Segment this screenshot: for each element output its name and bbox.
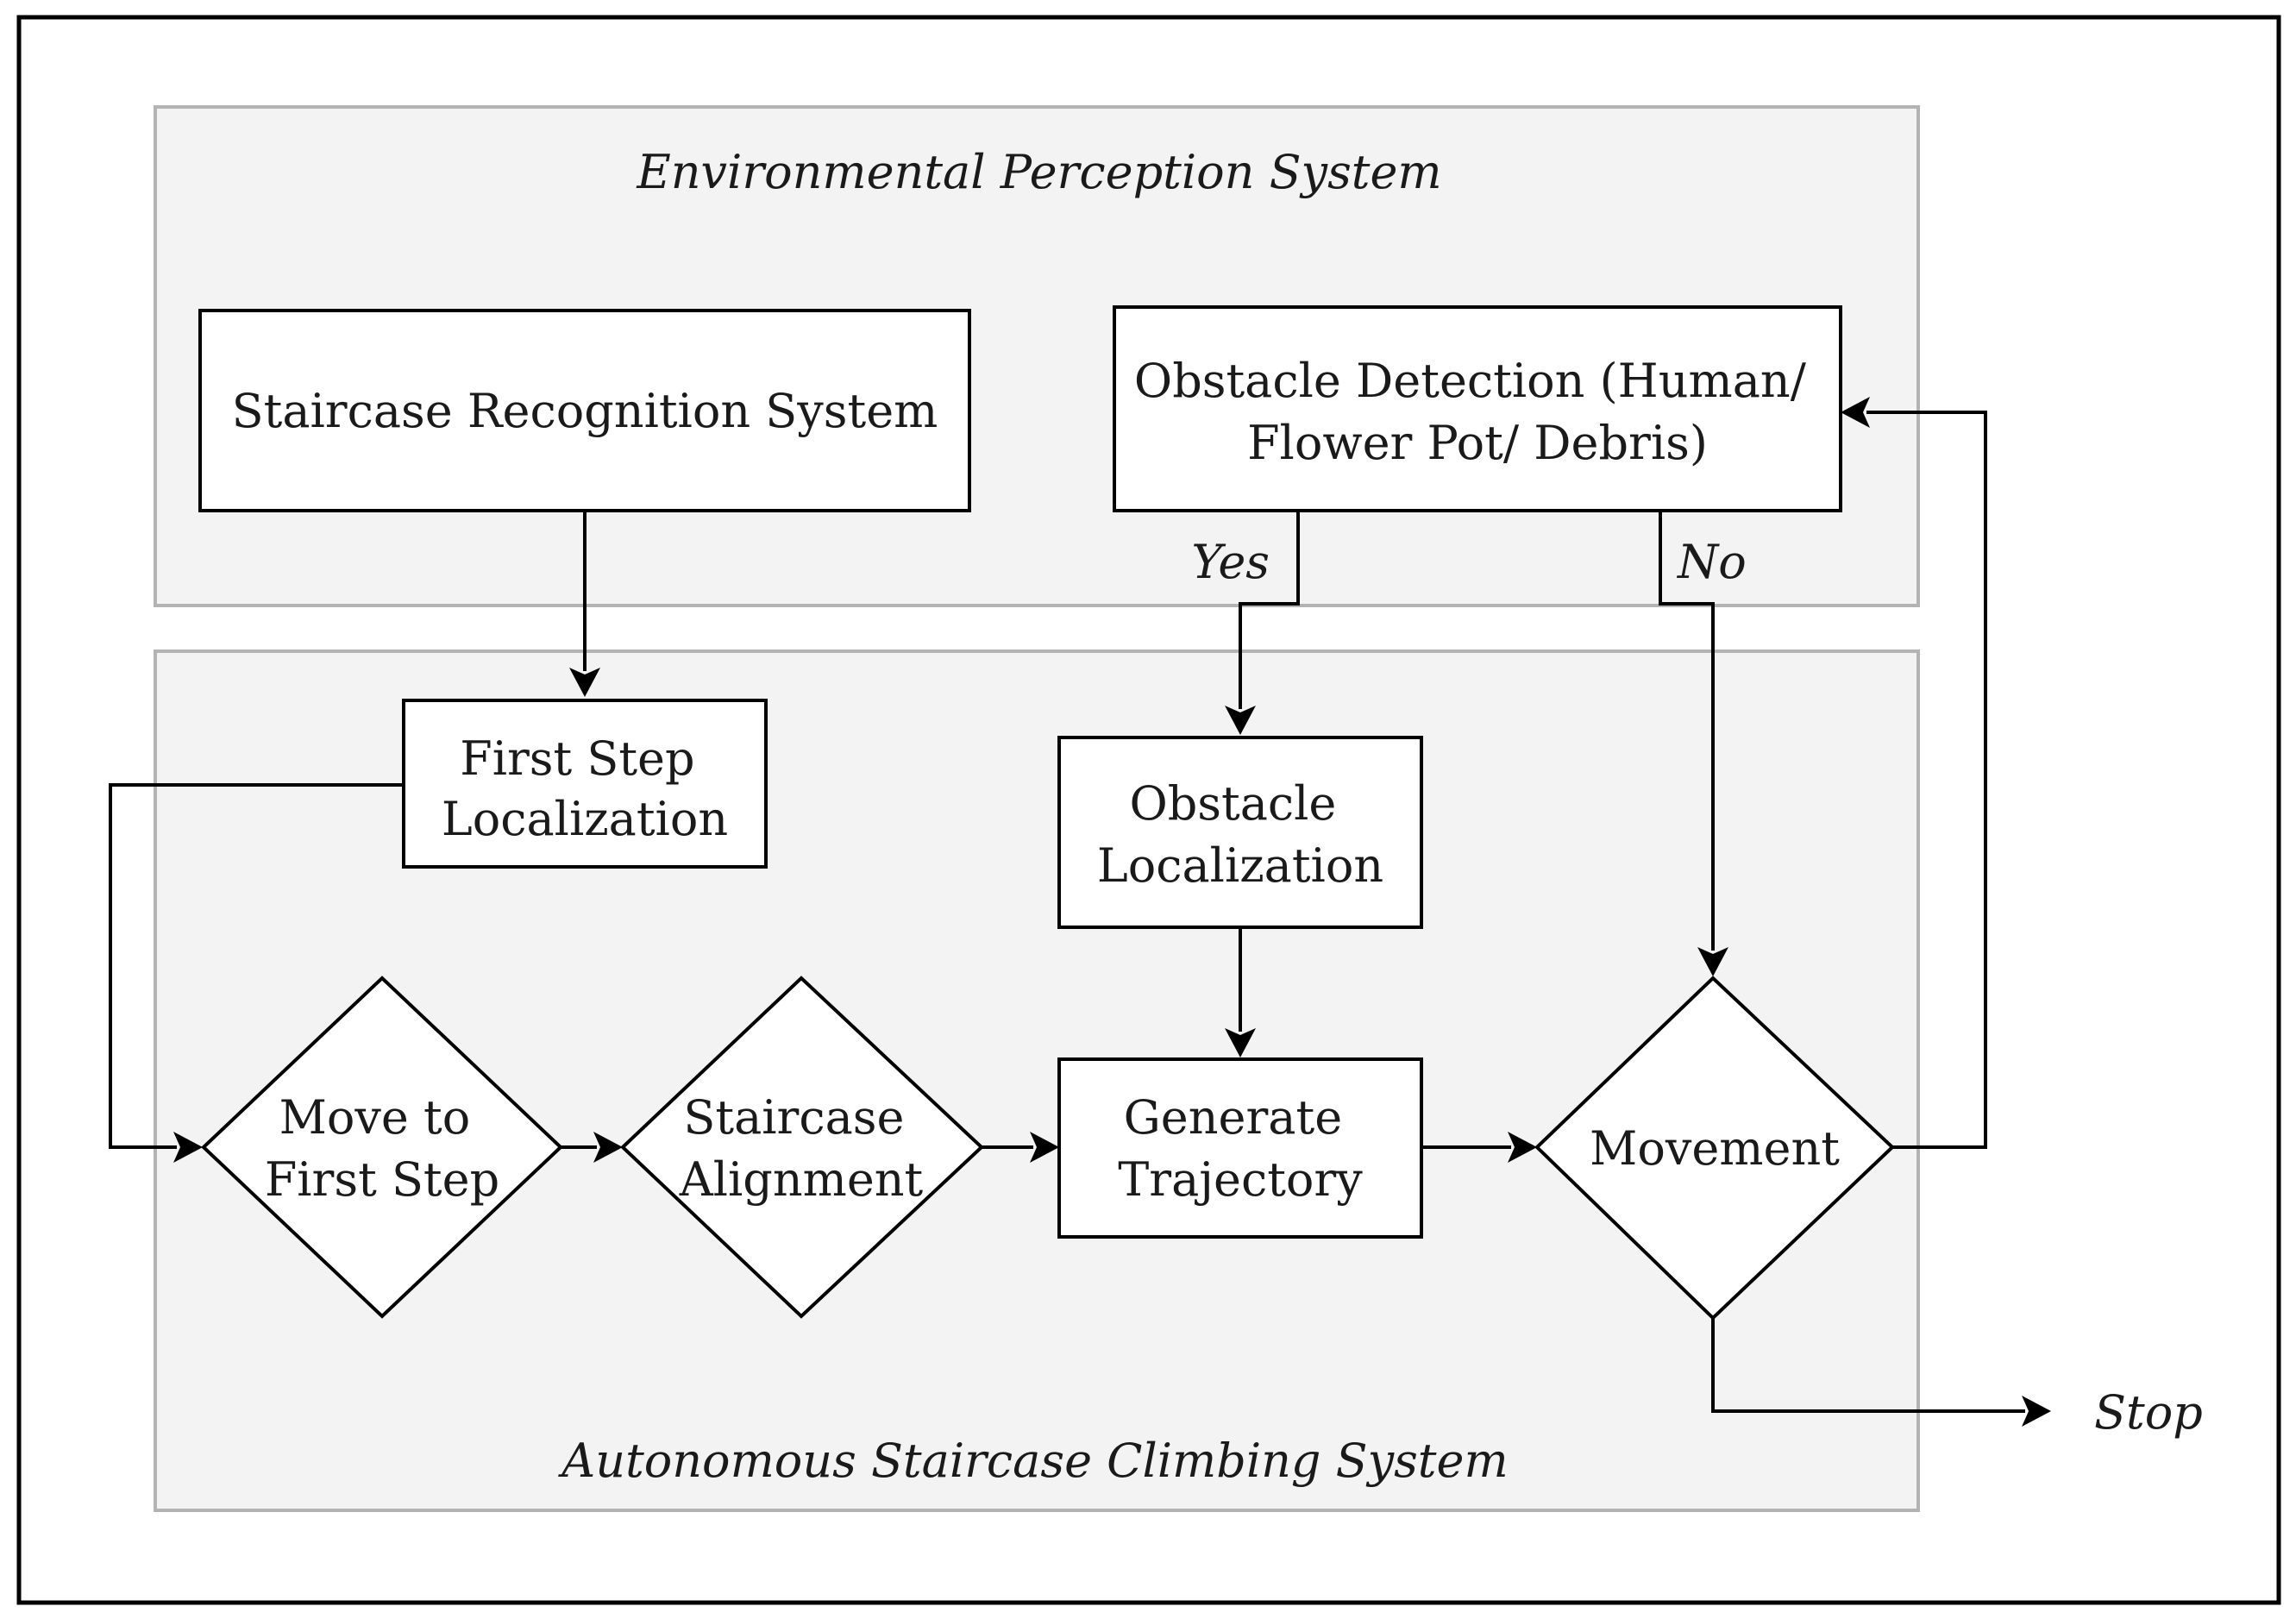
first-step-localization-line-1: First Step [460, 731, 694, 786]
staircase-alignment-line-2: Alignment [679, 1152, 924, 1207]
node-staircase-recognition: Staircase Recognition System [198, 309, 971, 512]
staircase-recognition-line-1: Staircase Recognition System [232, 384, 938, 438]
move-to-first-step-label: Move to First Step [265, 1090, 499, 1207]
arrowhead-obstacle-localization [1225, 706, 1256, 735]
arrowhead-detection [1841, 397, 1870, 428]
obstacle-localization-line-2: Localization [1097, 838, 1383, 893]
node-obstacle-localization: Obstacle Localization [1057, 736, 1423, 929]
node-staircase-alignment: Staircase Alignment [620, 976, 984, 1319]
generate-trajectory-box [1057, 1057, 1423, 1239]
move-to-first-step-line-1: Move to [279, 1090, 471, 1145]
edge-detection-no [1659, 511, 1715, 951]
obstacle-detection-line-1: Obstacle Detection (Human/ [1134, 354, 1807, 408]
edge-label-stop: Stop [2094, 1385, 2203, 1440]
movement-diamond [1534, 976, 1895, 1321]
obstacle-detection-line-2: Flower Pot/ Debris) [1247, 416, 1708, 470]
obstacle-localization-label: Obstacle Localization [1097, 776, 1383, 893]
node-move-to-first-step: Move to First Step [201, 976, 563, 1319]
obstacle-localization-line-1: Obstacle [1129, 776, 1336, 831]
climbing-group-title: Autonomous Staircase Climbing System [557, 1434, 1508, 1488]
staircase-recognition-box [198, 309, 971, 512]
edge-movement-feedback [1866, 411, 1987, 1149]
edge-first-step-to-move [109, 783, 404, 1149]
arrowhead-movement-top [1697, 947, 1728, 976]
node-first-step-localization: First Step Localization [402, 699, 768, 869]
movement-label: Movement [1590, 1121, 1840, 1176]
first-step-localization-label: First Step Localization [442, 731, 728, 846]
node-generate-trajectory: Generate Trajectory [1057, 1057, 1423, 1239]
arrowhead-movement-left [1508, 1132, 1537, 1163]
generate-trajectory-line-1: Generate [1124, 1090, 1343, 1145]
first-step-localization-line-2: Localization [442, 792, 728, 846]
arrowhead-first-step [569, 668, 600, 697]
move-to-first-step-line-2: First Step [265, 1152, 499, 1207]
arrowhead-alignment [593, 1132, 623, 1163]
generate-trajectory-label: Generate Trajectory [1118, 1090, 1363, 1207]
obstacle-detection-box [1113, 305, 1842, 512]
staircase-alignment-line-1: Staircase [683, 1090, 904, 1145]
obstacle-detection-label: Obstacle Detection (Human/ Flower Pot/ D… [1134, 354, 1821, 470]
perception-group-title: Environmental Perception System [636, 145, 1441, 199]
arrowhead-stop [2022, 1396, 2051, 1427]
first-step-localization-box [402, 699, 768, 869]
edge-movement-to-stop [1711, 1318, 2025, 1413]
staircase-recognition-label: Staircase Recognition System [232, 384, 938, 438]
arrowhead-trajectory-left [1030, 1132, 1059, 1163]
move-to-first-step-diamond [201, 976, 563, 1319]
edge-detection-yes [1239, 511, 1300, 709]
staircase-alignment-diamond [620, 976, 984, 1319]
arrowhead-move [173, 1132, 203, 1163]
edge-label-no: No [1676, 535, 1747, 589]
node-obstacle-detection: Obstacle Detection (Human/ Flower Pot/ D… [1113, 305, 1842, 512]
node-movement: Movement [1534, 976, 1895, 1321]
connectors [109, 397, 2051, 1427]
generate-trajectory-line-2: Trajectory [1118, 1152, 1363, 1207]
arrowhead-trajectory-top [1225, 1028, 1256, 1057]
edge-label-yes: Yes [1191, 535, 1270, 589]
movement-line-1: Movement [1590, 1121, 1840, 1176]
staircase-alignment-label: Staircase Alignment [679, 1090, 924, 1207]
obstacle-localization-box [1057, 736, 1423, 929]
